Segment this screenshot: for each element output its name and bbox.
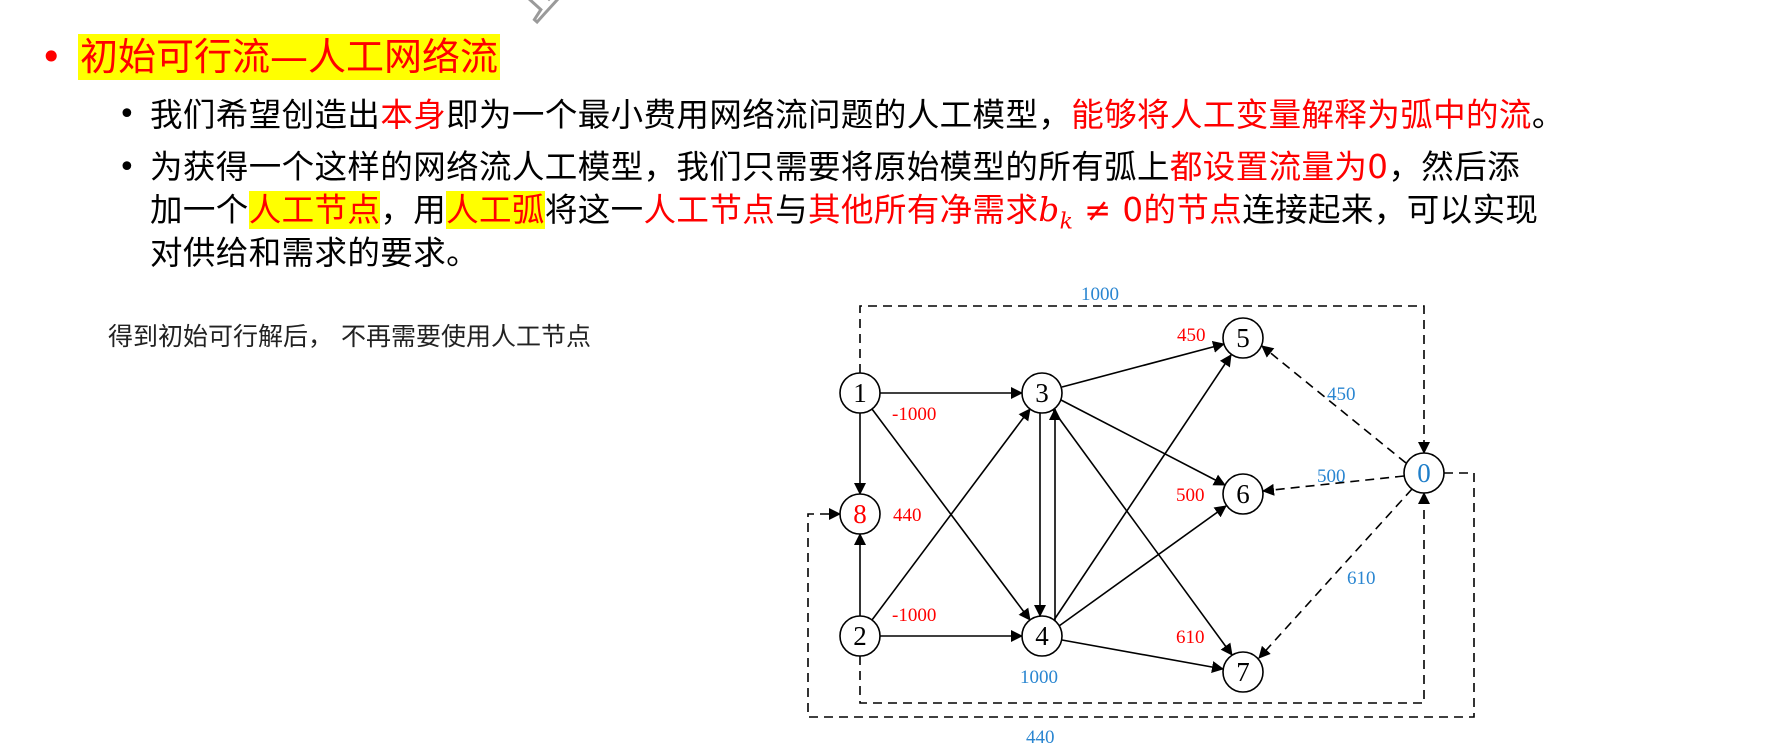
- text-run: 我们希望创造出: [150, 96, 381, 134]
- arc-3-5: [1061, 341, 1225, 388]
- bullet-2-line-3: 对供给和需求的要求。: [150, 232, 479, 275]
- label-node-2-supply: -1000: [892, 605, 936, 626]
- node-7: 7: [1222, 651, 1264, 693]
- artificial-arc-labels: 1000 450 500 610 1000 440: [1020, 284, 1376, 744]
- supply-demand-labels: -1000 -1000 450 500 610 440: [892, 325, 1206, 648]
- text-run-red: 能够将人工变量解释为弧中的流: [1071, 96, 1532, 134]
- node-5: 5: [1222, 317, 1264, 359]
- arc-0-6: [1262, 475, 1405, 496]
- node-1-label: 1: [853, 378, 867, 408]
- side-note: 得到初始可行解后， 不再需要使用人工节点: [108, 322, 591, 351]
- text-run: 与: [775, 191, 809, 229]
- arc-0-8: [807, 472, 1475, 718]
- arc-4-7: [1061, 639, 1224, 673]
- text-run: ，用: [380, 191, 447, 229]
- text-run: 即为一个最小费用网络流问题的人工模型，: [446, 96, 1072, 134]
- slide-title: 初始可行流—人工网络流: [78, 34, 501, 80]
- text-run-red: 都设置流量为0: [1169, 148, 1389, 186]
- node-7-label: 7: [1236, 657, 1250, 687]
- text-run-red: 人工节点: [643, 191, 776, 229]
- label-arc-0-8: 440: [1026, 727, 1055, 744]
- text-run-red: 其他所有净需求: [808, 191, 1039, 229]
- arc-4-6: [1058, 505, 1227, 627]
- label-arc-0-7: 610: [1347, 568, 1376, 589]
- node-0-label: 0: [1417, 458, 1431, 488]
- label-arc-1-0: 1000: [1081, 284, 1119, 305]
- bullet-marker-2: •: [118, 150, 136, 185]
- node-6: 6: [1222, 473, 1264, 515]
- text-run: 对供给和需求的要求。: [150, 234, 480, 272]
- node-3: 3: [1021, 372, 1063, 414]
- text-run: 连接起来，可以实现: [1242, 191, 1539, 229]
- arc-1-0: [859, 305, 1430, 454]
- text-run: 将这一: [544, 191, 644, 229]
- artificial-arcs: [807, 305, 1475, 718]
- label-node-6-demand: 500: [1176, 485, 1205, 506]
- label-arc-0-5: 450: [1327, 384, 1356, 405]
- node-0-artificial: 0: [1403, 452, 1445, 494]
- title-bullet: •: [40, 35, 63, 79]
- label-node-1-supply: -1000: [892, 404, 936, 425]
- node-2-label: 2: [853, 621, 867, 651]
- bullet-marker-1: •: [118, 97, 136, 132]
- node-5-label: 5: [1236, 323, 1250, 353]
- label-arc-0-6: 500: [1317, 466, 1346, 487]
- arc-0-7: [1258, 488, 1413, 659]
- arc-3-6: [1060, 399, 1226, 486]
- label-node-7-demand: 610: [1176, 627, 1205, 648]
- arc-2-0: [859, 492, 1430, 704]
- text-run: 。: [1531, 96, 1565, 134]
- label-node-8-demand: 440: [893, 505, 922, 526]
- bullet-2-line-1: 为获得一个这样的网络流人工模型，我们只需要将原始模型的所有弧上都设置流量为0，然…: [150, 146, 1520, 189]
- text-run: 为获得一个这样的网络流人工模型，我们只需要将原始模型的所有弧上: [150, 148, 1170, 186]
- math-b: b: [1038, 191, 1060, 229]
- node-4: 4: [1021, 615, 1063, 657]
- arc-3-7: [1052, 409, 1233, 656]
- text-run: 加一个: [150, 191, 249, 229]
- bullet-1-line-1: 我们希望创造出本身即为一个最小费用网络流问题的人工模型，能够将人工变量解释为弧中…: [150, 94, 1565, 137]
- node-1: 1: [839, 372, 881, 414]
- text-run: ，然后添: [1388, 148, 1520, 186]
- node-4-label: 4: [1035, 621, 1049, 651]
- label-arc-2-0: 1000: [1020, 667, 1058, 688]
- text-run-red: 的节点: [1143, 191, 1243, 229]
- arc-2-3: [871, 408, 1031, 621]
- highlight-artificial-node: 人工节点: [248, 191, 381, 229]
- node-8-label: 8: [853, 499, 867, 529]
- nodes: 1 2 3 4 5 6 7 8 0: [839, 317, 1445, 693]
- label-node-5-demand: 450: [1177, 325, 1206, 346]
- original-arcs: [854, 341, 1233, 673]
- node-8: 8: [839, 493, 881, 535]
- arc-0-5: [1261, 345, 1407, 464]
- math-subscript-k: k: [1059, 209, 1074, 235]
- math-neq-zero: ≠ 0: [1073, 191, 1144, 229]
- highlight-artificial-arc: 人工弧: [446, 191, 545, 229]
- node-6-label: 6: [1236, 479, 1250, 509]
- bullet-2-line-2: 加一个人工节点，用人工弧将这一人工节点与其他所有净需求bk ≠ 0的节点连接起来…: [150, 189, 1538, 244]
- node-2: 2: [839, 615, 881, 657]
- text-run-red: 本身: [380, 96, 447, 134]
- arc-4-5: [1053, 354, 1232, 621]
- node-3-label: 3: [1035, 378, 1049, 408]
